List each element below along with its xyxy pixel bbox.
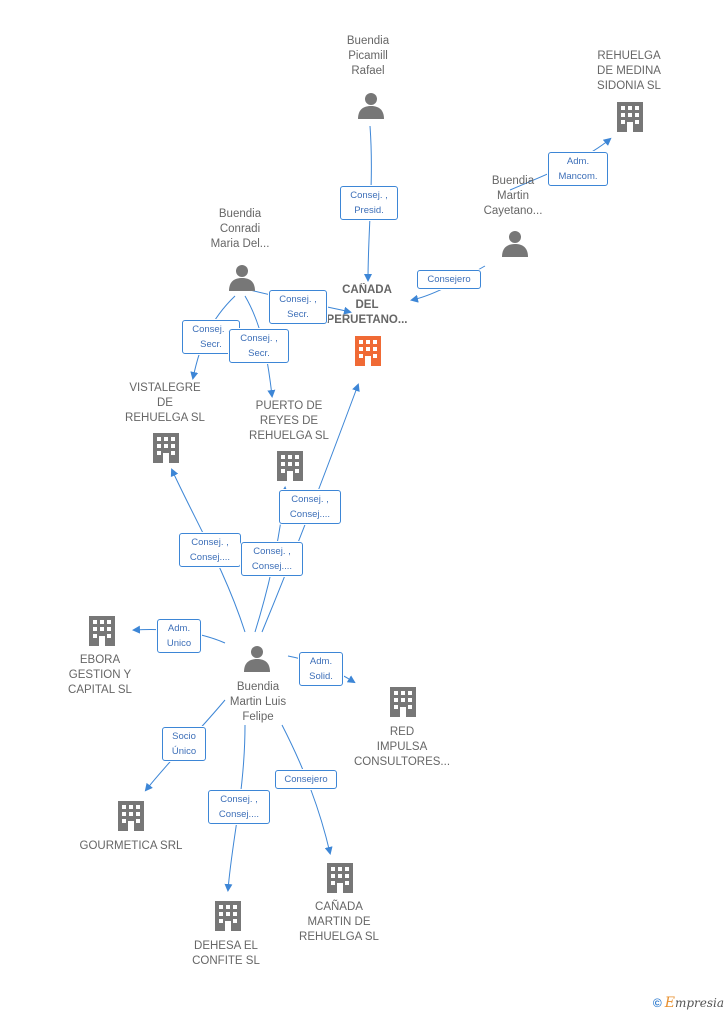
node-canada-peruetano[interactable]: CAÑADA DEL PERUETANO... [316, 283, 418, 328]
node-buendia-luis[interactable]: Buendia Martin Luis Felipe [208, 680, 308, 725]
edge-label-cayetano-canada[interactable]: Consejero [417, 270, 481, 289]
building-icon[interactable] [115, 799, 147, 833]
edge-label-picamill-canada[interactable]: Consej. , Presid. [340, 186, 398, 220]
node-label: Buendia Picamill Rafael [346, 35, 390, 77]
node-label: PUERTO DE REYES DE REHUELGA SL [249, 400, 329, 442]
building-icon[interactable] [212, 899, 244, 933]
person-icon[interactable] [501, 229, 529, 257]
building-icon[interactable] [387, 685, 419, 719]
building-icon[interactable] [324, 861, 356, 895]
person-icon[interactable] [357, 91, 385, 119]
edge-label-conradi-puerto[interactable]: Consej. , Secr. [229, 329, 289, 363]
building-icon[interactable] [352, 334, 384, 368]
node-buendia-picamill[interactable]: Buendia Picamill Rafael [318, 34, 418, 79]
node-label: VISTALEGRE DE REHUELGA SL [125, 382, 205, 424]
person-icon[interactable] [228, 263, 256, 291]
node-vistalegre[interactable]: VISTALEGRE DE REHUELGA SL [110, 381, 220, 426]
brand-first-letter: E [664, 995, 675, 1011]
edge-label-luis-puerto[interactable]: Consej. , Consej.... [241, 542, 303, 576]
node-label: DEHESA EL CONFITE SL [192, 940, 260, 967]
edge-label-luis-ebora[interactable]: Adm. Unico [157, 619, 201, 653]
edge-label-luis-canada[interactable]: Consej. , Consej.... [279, 490, 341, 524]
node-label: RED IMPULSA CONSULTORES... [353, 726, 451, 768]
node-label: GOURMETICA SRL [79, 840, 183, 852]
node-gourmetica[interactable]: GOURMETICA SRL [66, 839, 196, 854]
person-icon[interactable] [243, 644, 271, 672]
node-label: Buendia Martin Luis Felipe [229, 681, 287, 723]
node-label: Buendia Conradi Maria Del... [210, 208, 270, 250]
node-rehuelga-medina[interactable]: REHUELGA DE MEDINA SIDONIA SL [574, 49, 684, 94]
edge-label-luis-gourmetica[interactable]: Socio Único [162, 727, 206, 761]
node-buendia-conradi[interactable]: Buendia Conradi Maria Del... [190, 207, 290, 252]
edge-label-luis-canada-martin[interactable]: Consejero [275, 770, 337, 789]
node-canada-martin[interactable]: CAÑADA MARTIN DE REHUELGA SL [284, 900, 394, 945]
building-icon[interactable] [86, 614, 118, 648]
node-red-impulsa[interactable]: RED IMPULSA CONSULTORES... [340, 725, 464, 770]
edge-label-conradi-canada[interactable]: Consej. , Secr. [269, 290, 327, 324]
node-label: EBORA GESTION Y CAPITAL SL [68, 654, 132, 696]
building-icon[interactable] [274, 449, 306, 483]
copyright-symbol: © [652, 996, 662, 1010]
brand-name: mpresia [674, 996, 724, 1010]
edge-label-cayetano-rehuelga[interactable]: Adm. Mancom. [548, 152, 608, 186]
edge-label-luis-vistalegre[interactable]: Consej. , Consej.... [179, 533, 241, 567]
node-ebora[interactable]: EBORA GESTION Y CAPITAL SL [50, 653, 150, 698]
edge-label-luis-red[interactable]: Adm. Solid. [299, 652, 343, 686]
node-label: REHUELGA DE MEDINA SIDONIA SL [597, 50, 661, 92]
building-icon[interactable] [614, 100, 646, 134]
node-puerto-reyes[interactable]: PUERTO DE REYES DE REHUELGA SL [234, 399, 344, 444]
edge-luis-canada-martin [281, 724, 333, 855]
node-dehesa[interactable]: DEHESA EL CONFITE SL [176, 939, 276, 969]
node-buendia-cayetano[interactable]: Buendia Martin Cayetano... [460, 174, 566, 219]
edge-label-luis-dehesa[interactable]: Consej. , Consej.... [208, 790, 270, 824]
node-label: Buendia Martin Cayetano... [483, 175, 543, 217]
building-icon[interactable] [150, 431, 182, 465]
node-label: CAÑADA MARTIN DE REHUELGA SL [299, 901, 379, 943]
node-label: CAÑADA DEL PERUETANO... [326, 284, 408, 326]
empresia-logo[interactable]: ©Empresia [653, 995, 724, 1011]
